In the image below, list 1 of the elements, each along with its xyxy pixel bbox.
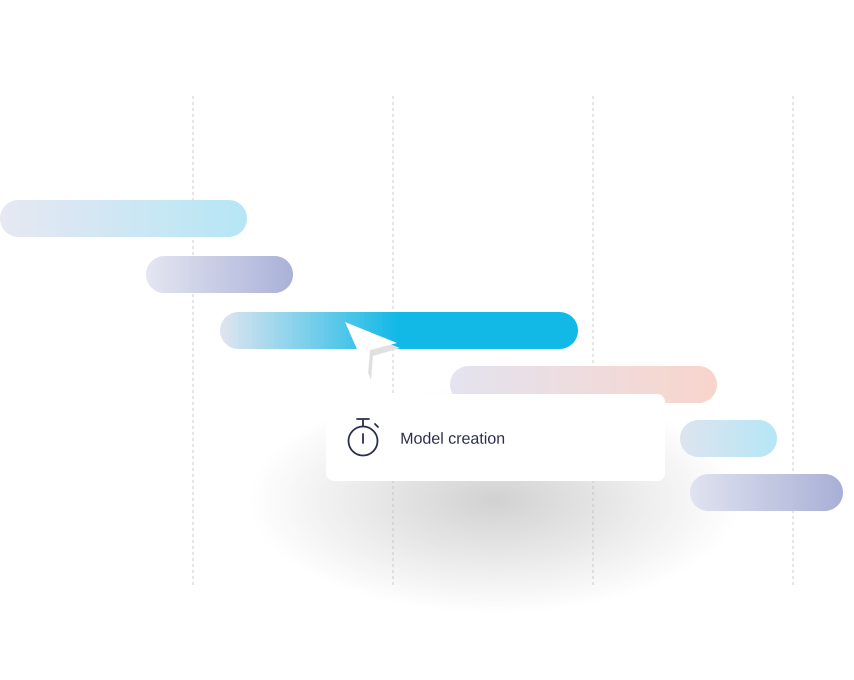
card: Model creation [326, 394, 665, 481]
